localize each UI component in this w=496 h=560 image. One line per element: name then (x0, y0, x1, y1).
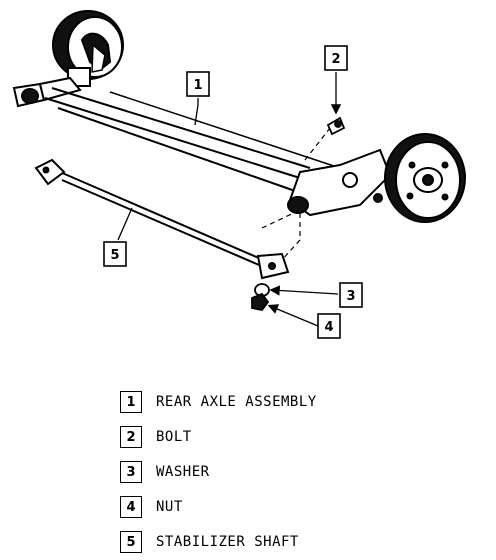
svg-text:5: 5 (110, 248, 119, 263)
leader-3 (269, 285, 339, 296)
legend-number: 4 (120, 496, 142, 518)
right-trailing-arm (287, 148, 392, 217)
legend-item-rear-axle-assembly: 1 REAR AXLE ASSEMBLY (120, 390, 317, 414)
svg-text:3: 3 (346, 289, 355, 304)
right-brake-drum (384, 133, 466, 223)
alignment-lines (261, 127, 331, 263)
callout-2: 2 (324, 45, 348, 71)
rear-axle-beam (44, 87, 341, 193)
legend-label: STABILIZER SHAFT (156, 534, 299, 550)
leader-4 (267, 304, 319, 327)
svg-text:1: 1 (193, 78, 202, 93)
legend-label: BOLT (156, 429, 192, 445)
legend-number: 5 (120, 531, 142, 553)
legend-label: NUT (156, 499, 183, 515)
left-brake-drum (52, 10, 124, 87)
leader-5 (117, 207, 133, 241)
legend-number: 1 (120, 391, 142, 413)
legend-item-stabilizer-shaft: 5 STABILIZER SHAFT (120, 530, 299, 554)
callout-4: 4 (317, 313, 341, 339)
svg-text:2: 2 (331, 52, 340, 67)
legend-label: REAR AXLE ASSEMBLY (156, 394, 317, 410)
legend-number: 2 (120, 426, 142, 448)
legend-item-bolt: 2 BOLT (120, 425, 192, 449)
legend-item-washer: 3 WASHER (120, 460, 210, 484)
bolt-part (326, 116, 346, 136)
leader-lines (117, 72, 342, 327)
left-trailing-arm (12, 76, 82, 108)
nut-part (251, 292, 270, 311)
svg-text:4: 4 (324, 320, 333, 335)
callout-3: 3 (339, 282, 363, 308)
legend-number: 3 (120, 461, 142, 483)
legend-item-nut: 4 NUT (120, 495, 183, 519)
leader-1 (194, 98, 199, 126)
axle-diagram: 1 2 3 4 5 (12, 10, 466, 339)
stabilizer-shaft (34, 158, 290, 280)
legend-label: WASHER (156, 464, 210, 480)
callout-1: 1 (186, 71, 210, 97)
callout-5: 5 (103, 241, 127, 267)
